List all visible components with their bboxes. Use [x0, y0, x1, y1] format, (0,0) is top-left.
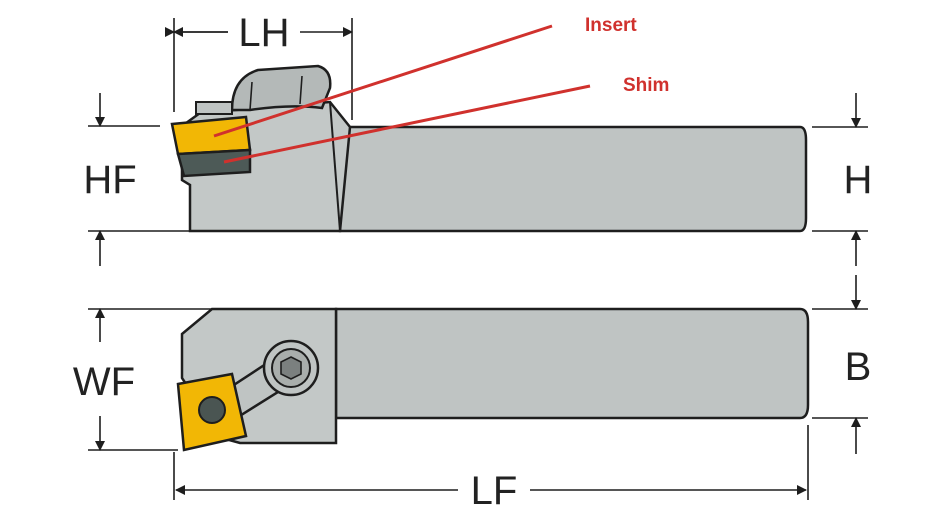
clamp [230, 64, 332, 112]
dim-label-lf: LF [471, 469, 518, 513]
shim-leader-line [223, 84, 591, 164]
side-shank [338, 125, 808, 233]
top-shank [334, 307, 810, 420]
insert-callout-label: Insert [585, 15, 637, 36]
top-view [176, 307, 810, 452]
insert-leader-line [213, 24, 553, 138]
dim-label-wf: WF [73, 360, 135, 404]
shim-callout-label: Shim [623, 75, 669, 96]
dimension-lines [88, 18, 868, 500]
insert-hole [198, 396, 226, 424]
dim-label-lh: LH [238, 11, 289, 55]
side-view [170, 64, 808, 233]
dim-label-h: H [844, 158, 873, 202]
insert-side [170, 115, 252, 156]
hex-socket-icon [280, 356, 302, 380]
dim-label-b: B [845, 345, 872, 389]
shim-side [176, 148, 252, 178]
callouts: Insert Shim [213, 15, 669, 164]
dim-label-hf: HF [83, 158, 136, 202]
